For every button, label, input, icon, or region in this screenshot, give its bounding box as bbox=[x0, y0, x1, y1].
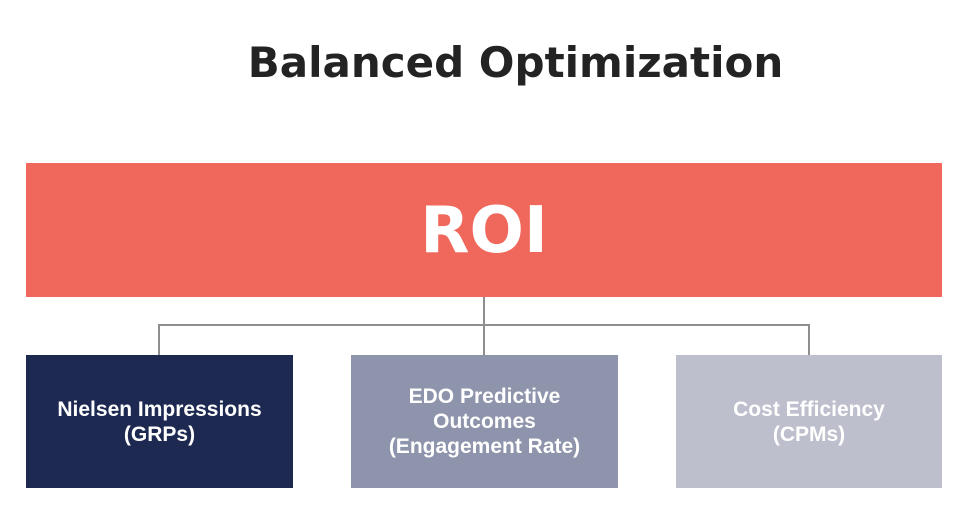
child-node-line: (Engagement Rate) bbox=[388, 435, 581, 458]
child-node-line: (GRPs) bbox=[123, 422, 196, 446]
roi-root-node: ROI bbox=[26, 163, 942, 297]
connector-horizontal bbox=[158, 324, 810, 326]
child-node-cost-efficiency: Cost Efficiency (CPMs) bbox=[676, 355, 942, 488]
child-node-edo-predictive-outcomes: EDO Predictive Outcomes (Engagement Rate… bbox=[351, 355, 618, 488]
child-node-line: Cost Efficiency bbox=[733, 397, 885, 421]
child-node-nielsen-impressions: Nielsen Impressions (GRPs) bbox=[26, 355, 293, 488]
connector-trunk bbox=[483, 297, 485, 355]
connector-right-drop bbox=[808, 324, 810, 355]
child-node-line: Nielsen Impressions bbox=[57, 397, 262, 421]
roi-label: ROI bbox=[420, 194, 548, 268]
diagram-title: Balanced Optimization bbox=[247, 38, 784, 87]
child-node-line: Outcomes bbox=[433, 410, 536, 433]
connector-left-drop bbox=[158, 324, 160, 355]
child-node-line: (CPMs) bbox=[772, 422, 846, 446]
child-node-line: EDO Predictive bbox=[408, 385, 561, 408]
